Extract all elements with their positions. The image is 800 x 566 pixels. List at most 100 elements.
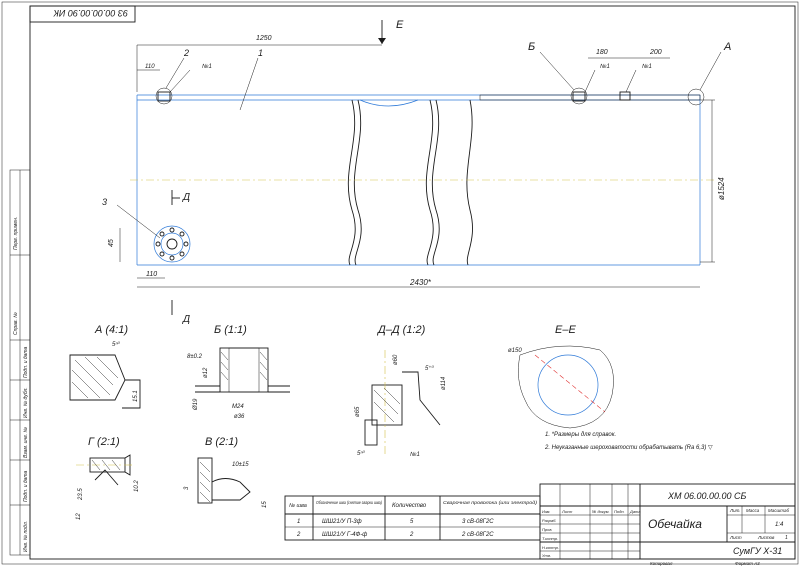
detail-b-dim-1: М24 bbox=[232, 404, 244, 410]
tb-role-0: Разраб. bbox=[542, 518, 556, 523]
title-sheets: 1 bbox=[785, 535, 788, 541]
tb-role-2: Т.контр. bbox=[542, 536, 558, 541]
weld-r0-c1: ШШ21/У П-3ф bbox=[322, 519, 362, 525]
callout-2: 2 bbox=[183, 48, 189, 58]
cut-mark-bottom: Д bbox=[182, 314, 190, 325]
dim-right-spacing-1: 180 bbox=[596, 49, 608, 56]
weld-label-3: №1 bbox=[642, 63, 652, 70]
detail-d-d: Д–Д (1:2) ø65 ø114 ø60 5⁺⁰ 5ⁿ⁰ №1 bbox=[355, 324, 447, 458]
detail-e-e: Е–Е ø150 bbox=[508, 324, 614, 429]
tb-role-3: Н.контр. bbox=[542, 545, 559, 550]
dim-left-nozzle: 110 bbox=[145, 64, 155, 70]
detail-g-dim-2: 12 bbox=[76, 513, 82, 520]
detail-dd-dim-0: ø65 bbox=[355, 406, 361, 417]
nozzle-3-right bbox=[619, 91, 631, 101]
callout-a: А bbox=[723, 41, 731, 53]
tb-row-label-2: № докум. bbox=[592, 509, 610, 514]
detail-g-dim-0: 23.5 bbox=[78, 488, 84, 501]
tb-role-4: Утв. bbox=[542, 553, 551, 558]
title-org: СумГУ Х-31 bbox=[733, 546, 782, 556]
weld-th-0: № шва bbox=[289, 503, 307, 509]
detail-dd-dim-5: №1 bbox=[410, 451, 420, 458]
detail-ee-dim-0: ø150 bbox=[508, 348, 522, 354]
title-scale-label: Масштаб bbox=[768, 508, 789, 513]
flange-3 bbox=[153, 225, 191, 263]
left-strip: Перв. примен. Справ. № Подп. и дата Инв.… bbox=[9, 169, 31, 556]
detail-dd-dim-3: 5⁺⁰ bbox=[425, 365, 435, 372]
nozzle-b bbox=[572, 91, 586, 102]
detail-v-dim-2: 3 bbox=[184, 486, 190, 490]
title-sheet-label: Лист bbox=[729, 535, 742, 540]
tb-row-label-1: Лист bbox=[561, 509, 573, 514]
detail-v-dim-0: 10±15 bbox=[232, 462, 249, 468]
title-mass-label: Масса bbox=[746, 508, 760, 513]
drawing-notes: 1. *Размеры для справок. 2. Неуказанные … bbox=[544, 432, 713, 451]
nozzle-2 bbox=[157, 91, 171, 102]
detail-b-dim-2: ø36 bbox=[234, 414, 245, 420]
title-doc-code: ХМ 06.00.00.00 СБ bbox=[667, 491, 747, 501]
tb-row-label-0: Изм. bbox=[542, 509, 551, 514]
tb-row-label-3: Подп. bbox=[614, 509, 625, 514]
detail-a-dim-0: 5ⁿ⁰ bbox=[112, 341, 121, 348]
cut-mark-top: Д bbox=[182, 192, 190, 203]
strip-label-1: Справ. № bbox=[13, 312, 19, 335]
dim-right-spacing-2: 200 bbox=[649, 49, 662, 56]
weld-strip-hatch bbox=[479, 94, 701, 101]
section-mark-e: Е bbox=[396, 19, 404, 31]
weld-r1-c2: 2 bbox=[409, 532, 414, 538]
detail-v-title: В (2:1) bbox=[205, 436, 238, 448]
weld-r0-c0: 1 bbox=[297, 519, 300, 525]
dim-diameter: ø1524 bbox=[717, 177, 726, 200]
title-sheets-label: Листов bbox=[757, 535, 775, 540]
strip-label-2: Подп. и дата bbox=[23, 346, 29, 378]
footer-copied: Копировал bbox=[650, 561, 673, 566]
detail-dd-title: Д–Д (1:2) bbox=[376, 324, 426, 336]
weld-r0-c3: 3 сВ-08Г2С bbox=[462, 519, 494, 525]
weld-r1-c1: ШШ21/У Г-4Ф-ф bbox=[322, 532, 367, 538]
detail-b: Б (1:1) 8±0.2 М24 ø36 ø12 Ø19 bbox=[187, 324, 290, 420]
weld-label-1: №1 bbox=[202, 63, 212, 70]
weld-r0-c2: 5 bbox=[410, 519, 414, 525]
callout-3: 3 bbox=[102, 197, 107, 207]
detail-b-dim-3: ø12 bbox=[203, 367, 209, 378]
detail-a-dim-1: 15.1 bbox=[133, 390, 139, 402]
dim-section-position: 1250 bbox=[256, 35, 272, 42]
title-name: Обечайка bbox=[648, 517, 702, 531]
weld-r1-c3: 2 сВ-08Г2С bbox=[461, 532, 494, 538]
weld-th-1: Обозначение шва (снятие сварки шва) bbox=[316, 500, 382, 505]
detail-dd-dim-1: ø114 bbox=[441, 376, 447, 390]
tb-role-1: Пров. bbox=[542, 527, 553, 532]
strip-label-5: Подп. и дата bbox=[23, 470, 29, 502]
weld-r1-c0: 2 bbox=[296, 532, 301, 538]
title-scale: 1:4 bbox=[775, 522, 784, 528]
note-2: 2. Неуказанные шероховатости обрабатыват… bbox=[544, 445, 713, 451]
detail-b-title: Б (1:1) bbox=[214, 324, 247, 336]
weld-th-2: Количество bbox=[392, 503, 427, 509]
strip-label-0: Перв. примен. bbox=[13, 217, 19, 250]
doc-number-text: 93 00.00.00.90 ИК bbox=[53, 8, 128, 18]
detail-ee-title: Е–Е bbox=[555, 324, 576, 336]
callout-b: Б bbox=[528, 41, 535, 53]
title-block: ХМ 06.00.00.00 СБ Обечайка СумГУ Х-31 Ли… bbox=[539, 483, 796, 560]
weld-table: № шва Обозначение шва (снятие сварки шва… bbox=[284, 495, 541, 541]
dim-overall-length: 2430* bbox=[409, 278, 432, 287]
weld-th-3: Сварочная проволока (или электрод) bbox=[443, 500, 538, 505]
detail-g: Г (2:1) 23.5 10.2 12 bbox=[76, 436, 140, 520]
footer-format: Формат А3 bbox=[735, 561, 760, 566]
detail-g-dim-1: 10.2 bbox=[134, 480, 140, 492]
detail-a-title: А (4:1) bbox=[94, 324, 128, 336]
strip-label-6: Инв. № подл. bbox=[23, 521, 29, 552]
detail-b-dim-4: Ø19 bbox=[193, 398, 199, 411]
weld-label-2: №1 bbox=[600, 63, 610, 70]
detail-v-dim-1: 15 bbox=[262, 501, 268, 508]
sheet-footer: Копировал Формат А3 bbox=[650, 561, 760, 566]
detail-b-dim-0: 8±0.2 bbox=[187, 354, 203, 360]
detail-dd-dim-2: ø60 bbox=[393, 354, 399, 365]
title-litera-label: Лит. bbox=[729, 508, 741, 513]
detail-g-title: Г (2:1) bbox=[88, 436, 120, 448]
main-view: Е Д Д 1250 110 180 200 2430* 110 45 ø152… bbox=[102, 19, 731, 325]
callout-1: 1 bbox=[258, 48, 263, 58]
detail-a: А (4:1) 5ⁿ⁰ 15.1 bbox=[69, 324, 141, 409]
strip-label-4: Взам. инв. № bbox=[23, 426, 29, 458]
